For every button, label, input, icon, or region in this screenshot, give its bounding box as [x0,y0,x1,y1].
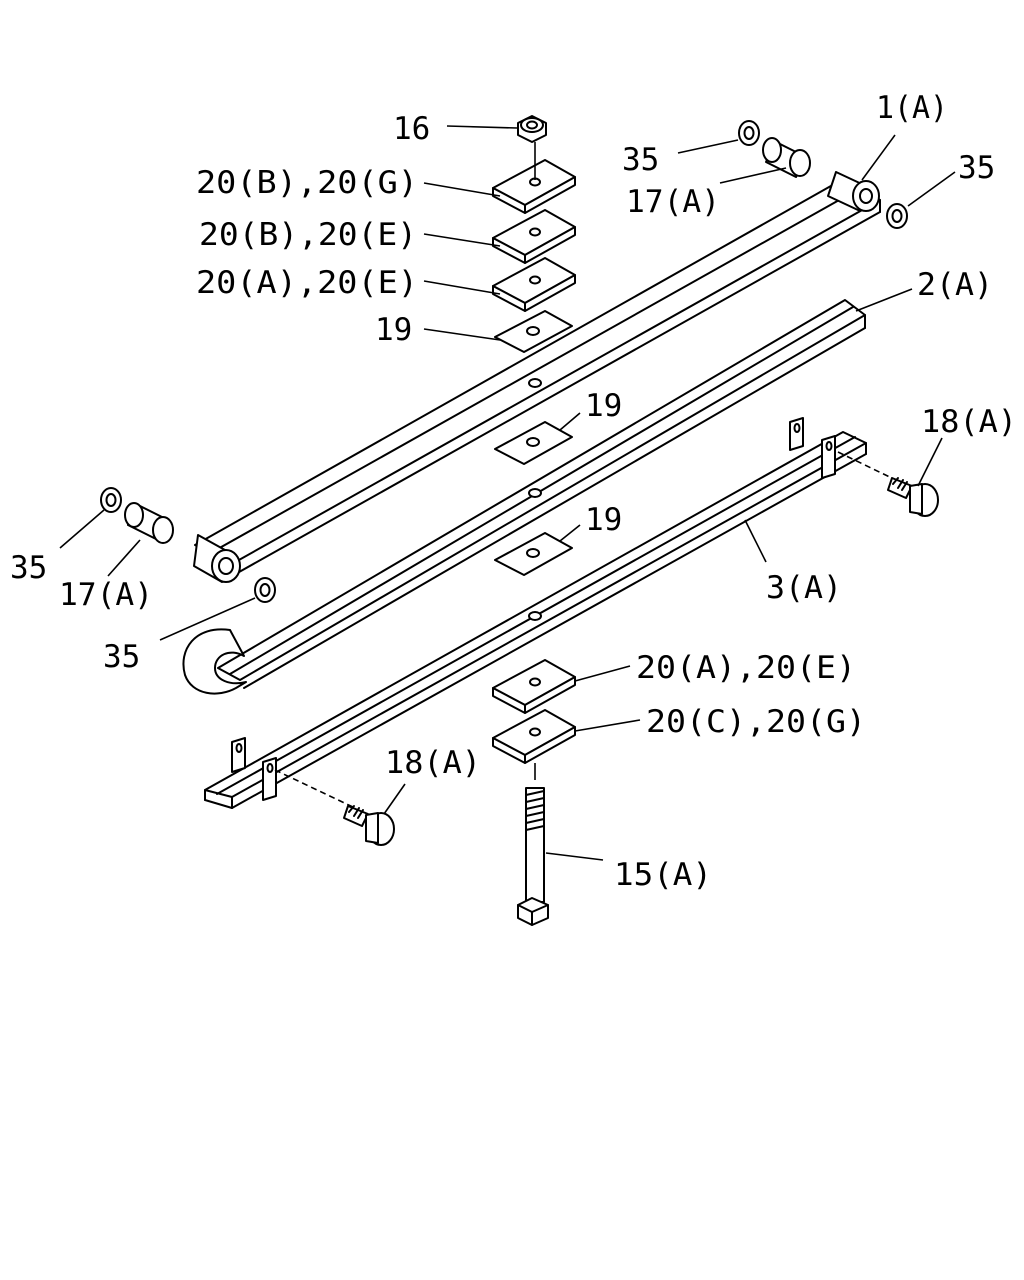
label-19-low: 19 [585,502,622,538]
center-hole [528,611,542,621]
washer-35-top [738,120,760,146]
second-leaf-eye [182,628,247,695]
main-leaf-left-eye [193,534,241,583]
label-18a-low: 18(A) [385,745,481,781]
label-19-mid: 19 [585,388,622,424]
spacer-19-low [494,532,573,576]
label-20be: 20(B),20(E) [199,217,417,253]
plate-20be [492,209,576,264]
label-19-top: 19 [375,312,412,348]
bushing-17a-top [762,137,811,178]
label-2a: 2(A) [917,267,993,303]
label-3a: 3(A) [766,570,842,606]
leader-lines [59,125,956,861]
third-leaf-3a [204,417,867,809]
washer-35-right [886,203,908,229]
label-17a-left: 17(A) [59,577,153,613]
clip-bolt-18a-low [274,769,395,846]
label-20ae-top: 20(A),20(E) [196,265,418,301]
center-hole [528,488,542,498]
washer-35-left [100,487,122,513]
label-35-low: 35 [103,639,140,675]
label-20bg-top: 20(B),20(G) [196,165,418,201]
label-35-left: 35 [10,550,47,586]
washer-35-low [254,577,276,603]
label-16: 16 [393,111,430,147]
label-17a-top: 17(A) [626,184,720,220]
label-18a-right: 18(A) [921,404,1017,440]
plate-20ae-top [492,257,576,312]
nut-16 [517,115,547,180]
label-35-right: 35 [958,150,995,186]
rebound-clip-right [789,417,836,479]
label-20cg: 20(C),20(G) [646,704,866,740]
spacer-19-mid [494,421,573,465]
rebound-clip-left [231,737,277,801]
label-20ae-low: 20(A),20(E) [636,650,856,686]
label-35-top: 35 [622,142,659,178]
plate-20cg [492,709,576,764]
main-leaf-1a [193,171,881,583]
label-1a: 1(A) [876,90,948,126]
plate-20bg-top [492,159,576,214]
center-bolt-15a [517,763,549,926]
label-15a: 15(A) [614,857,712,893]
spacer-19-top [494,310,573,353]
bushing-17a-left [124,502,174,544]
plate-20ae-low [492,659,576,714]
center-hole [528,378,542,388]
part-labels: 16 20(B),20(G) 20(B),20(E) 20(A),20(E) 1… [10,90,1017,893]
clip-bolt-18a-right [837,451,939,517]
main-leaf-right-eye [827,171,880,212]
